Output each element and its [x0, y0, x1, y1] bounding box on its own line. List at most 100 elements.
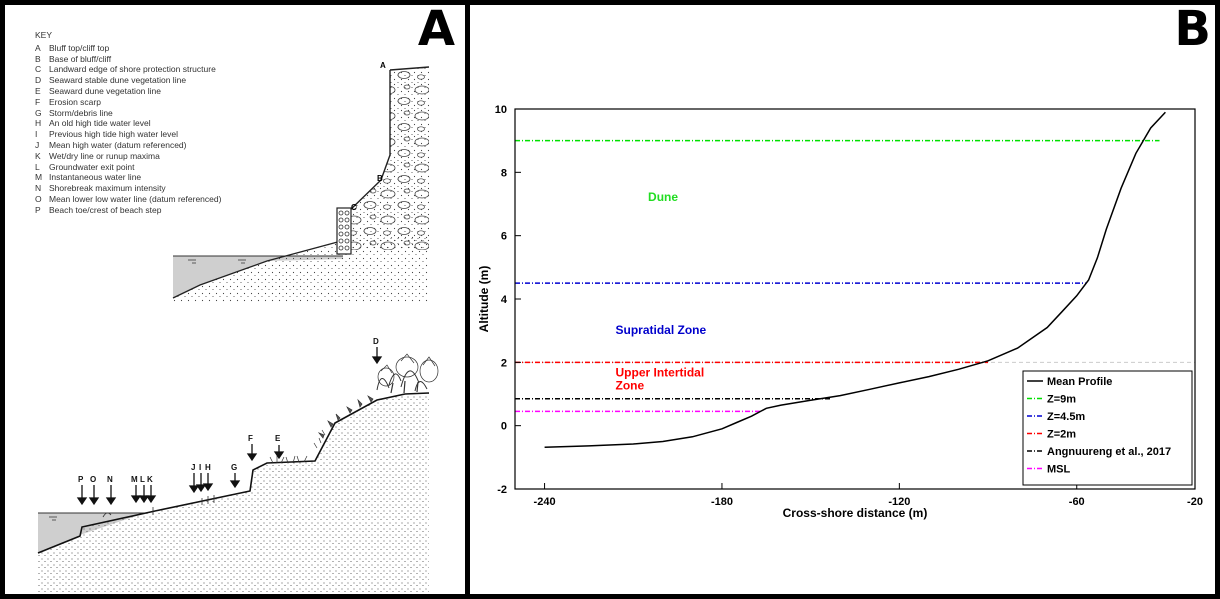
label-p: P: [78, 475, 84, 484]
key-item: A Bluff top/cliff top: [35, 43, 221, 54]
key-item: L Groundwater exit point: [35, 162, 221, 173]
key-code: N: [35, 183, 42, 194]
key-text: Shorebreak maximum intensity: [49, 183, 166, 194]
key-text: Base of bluff/cliff: [49, 53, 112, 64]
label-g: G: [231, 463, 237, 472]
beach-profile-diagram: P O N M L K J I H G F E D: [37, 337, 439, 594]
key-code: I: [35, 129, 38, 140]
beach-upper: [173, 235, 429, 303]
label-n: N: [107, 475, 113, 484]
key-item: D Seaward stable dune vegetation line: [35, 75, 221, 86]
key-item: E Seaward dune vegetation line: [35, 86, 221, 97]
key-text: Wet/dry line or runup maxima: [49, 150, 160, 161]
legend-label: Z=4.5m: [1047, 411, 1085, 423]
key-text: Instantaneous water line: [49, 172, 142, 183]
y-tick-label: 4: [501, 294, 508, 306]
legend-label: MSL: [1047, 464, 1071, 476]
key-text: Seaward stable dune vegetation line: [49, 75, 187, 86]
y-tick-label: 2: [501, 357, 507, 369]
x-tick-label: -240: [534, 496, 556, 508]
key-text: Beach toe/crest of beach step: [49, 204, 162, 215]
key-code: K: [35, 150, 41, 161]
key-text: Bluff top/cliff top: [49, 42, 110, 53]
label-m: M: [131, 475, 138, 484]
key-item: J Mean high water (datum referenced): [35, 140, 221, 151]
dune-vegetation: [269, 353, 439, 464]
key-item: B Base of bluff/cliff: [35, 54, 221, 65]
x-tick-label: -60: [1069, 496, 1085, 508]
key-code: P: [35, 204, 41, 215]
bluff: [345, 67, 429, 250]
y-tick-label: 10: [495, 104, 507, 116]
key-text: Landward edge of shore protection struct…: [49, 64, 216, 75]
cliff-profile-diagram: A B C: [172, 61, 430, 303]
key-code: F: [35, 96, 41, 107]
label-d: D: [373, 337, 379, 346]
key-code: O: [35, 193, 42, 204]
key-text: Erosion scarp: [49, 96, 101, 107]
key-code: H: [35, 118, 42, 129]
key-item: N Shorebreak maximum intensity: [35, 183, 221, 194]
y-axis-label: Altitude (m): [477, 266, 491, 333]
y-tick-label: -2: [497, 484, 507, 496]
label-l: L: [140, 475, 145, 484]
legend-label: Mean Profile: [1047, 376, 1112, 388]
key-text: Groundwater exit point: [49, 161, 135, 172]
legend-label: Angnuureng et al., 2017: [1047, 446, 1171, 458]
key-code: B: [35, 53, 41, 64]
key-code: E: [35, 85, 41, 96]
key-code: A: [35, 42, 41, 53]
key-item: H An old high tide water level: [35, 118, 221, 129]
key-title: KEY: [35, 30, 53, 40]
key-code: J: [35, 139, 40, 150]
legend-box: [1022, 370, 1193, 486]
key-code: G: [35, 107, 42, 118]
key-text: An old high tide water level: [49, 118, 151, 129]
zone-annotation: Upper Intertidal: [616, 366, 705, 380]
label-i: I: [199, 463, 201, 472]
water-upper: [173, 256, 343, 298]
label-c: C: [351, 203, 357, 212]
key-text: Storm/debris line: [49, 107, 113, 118]
legend-label: Z=9m: [1047, 394, 1076, 406]
y-tick-label: 0: [501, 421, 507, 433]
panel-b-letter: B: [1174, 5, 1211, 57]
label-f: F: [248, 434, 253, 443]
zone-annotation: Supratidal Zone: [616, 323, 707, 337]
zone-annotation: Zone: [616, 378, 645, 392]
series-line-0: [544, 111, 1166, 448]
y-tick-label: 8: [501, 167, 507, 179]
zone-annotation: Dune: [648, 190, 678, 204]
x-tick-label: -180: [711, 496, 733, 508]
key-item: P Beach toe/crest of beach step: [35, 205, 221, 216]
x-axis-label: Cross-shore distance (m): [783, 506, 928, 520]
panel-a-letter: A: [417, 5, 455, 57]
key-code: L: [35, 161, 40, 172]
key-text: Mean lower low water line (datum referen…: [49, 193, 222, 204]
label-k: K: [147, 475, 153, 484]
label-e: E: [275, 434, 281, 443]
label-a: A: [380, 61, 386, 70]
x-tick-label: -20: [1187, 496, 1203, 508]
label-o: O: [90, 475, 96, 484]
key-item: G Storm/debris line: [35, 108, 221, 119]
x-tick-label: -120: [888, 496, 910, 508]
water-lower: [38, 513, 145, 553]
key-item: K Wet/dry line or runup maxima: [35, 151, 221, 162]
key-code: C: [35, 64, 42, 75]
key-text: Seaward dune vegetation line: [49, 85, 161, 96]
key-item: F Erosion scarp: [35, 97, 221, 108]
label-j: J: [191, 463, 195, 472]
label-b: B: [377, 174, 383, 183]
key-code: D: [35, 75, 42, 86]
legend-label: Z=2m: [1047, 429, 1076, 441]
key-text: Mean high water (datum referenced): [49, 139, 187, 150]
sand-body: [38, 393, 429, 594]
